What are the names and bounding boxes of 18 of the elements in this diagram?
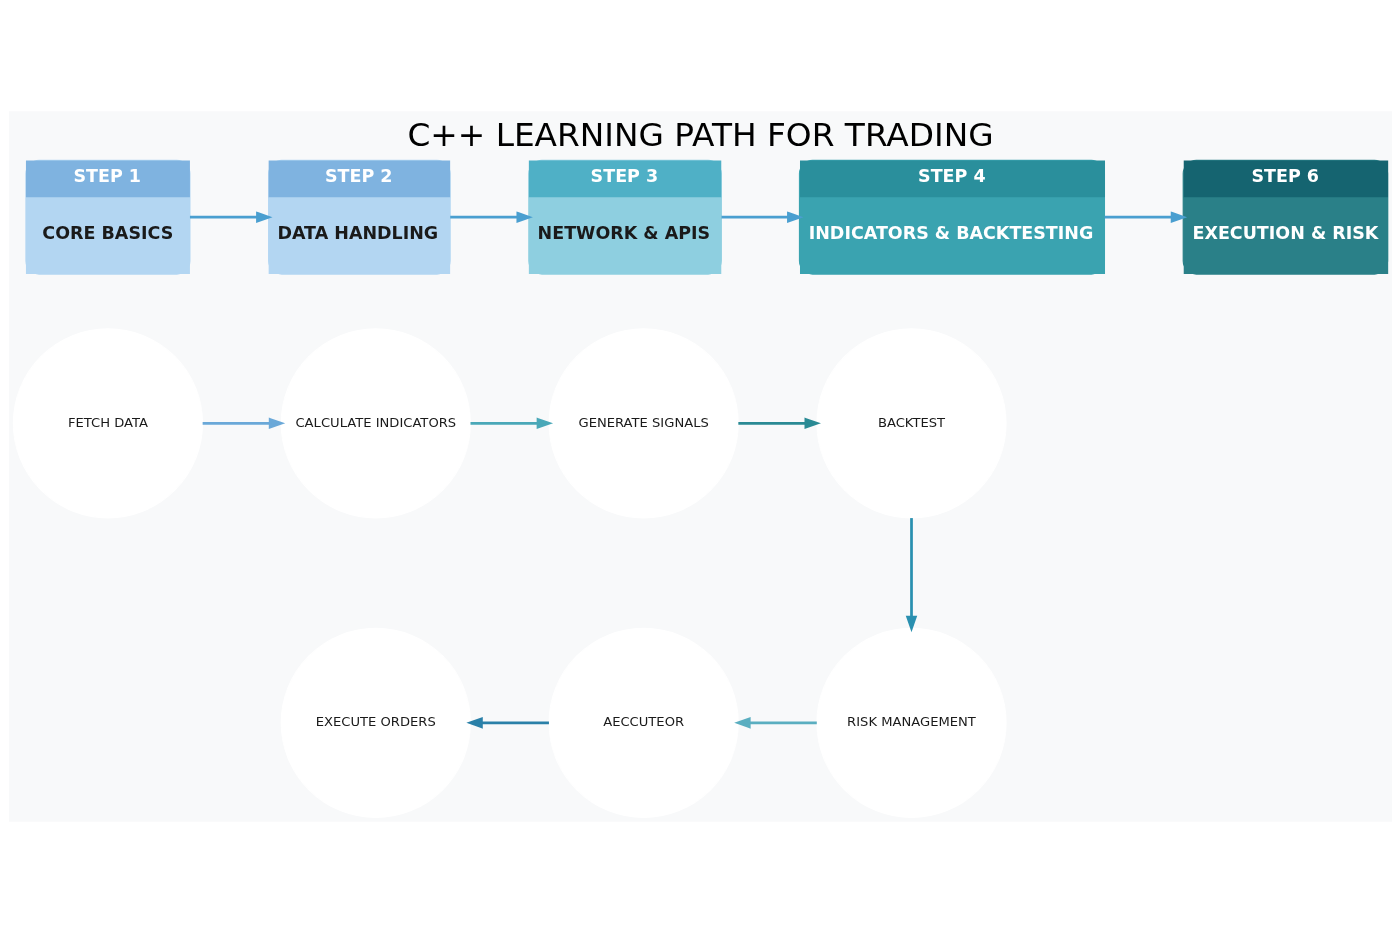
node-circle: RISK MANAGEMENT — [815, 627, 1007, 818]
node-circle: FETCH DATA — [12, 328, 203, 519]
node-circle: GENERATE SIGNALS — [548, 328, 739, 519]
arrow — [905, 518, 917, 633]
arrow — [202, 417, 285, 430]
arrow — [189, 211, 273, 223]
arrow — [1104, 211, 1187, 223]
arrow — [470, 417, 553, 430]
node-circle: EXECUTE ORDERS — [280, 627, 471, 818]
node-circle: BACKTEST — [815, 328, 1007, 519]
arrow — [720, 211, 803, 223]
arrow — [465, 717, 549, 729]
node-circle: CALCULATE INDICATORS — [280, 328, 471, 519]
diagram-title: C++ LEARNING PATH FOR TRADING — [406, 116, 994, 155]
arrow — [733, 717, 817, 729]
node-circle: AECCUTEOR — [548, 627, 739, 818]
arrow — [737, 417, 821, 430]
arrow — [449, 211, 533, 223]
